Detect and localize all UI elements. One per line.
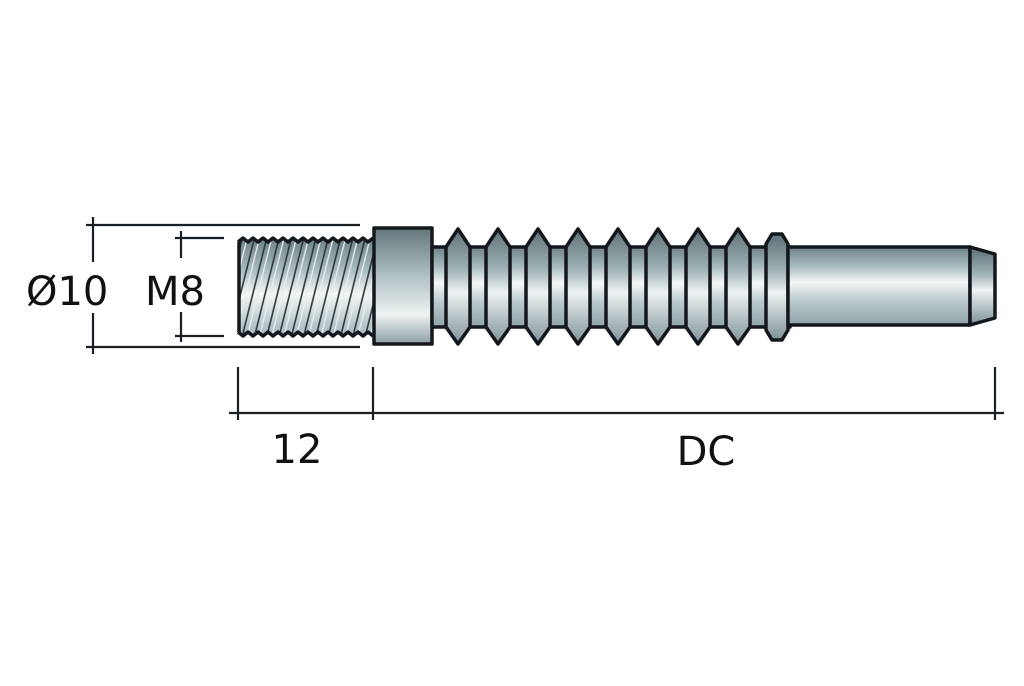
threaded-end xyxy=(236,236,375,338)
thread-label: M8 xyxy=(145,269,205,315)
plain-shaft xyxy=(786,245,972,327)
length-dimension xyxy=(229,367,1004,420)
thread-length-label: 12 xyxy=(272,427,323,473)
ribs xyxy=(444,227,790,346)
collar xyxy=(372,226,434,346)
chamfered-tip xyxy=(968,245,997,327)
thread-diameter-dimension xyxy=(175,231,224,342)
outer-diameter-label: Ø10 xyxy=(26,269,108,315)
outer-diameter-dimension xyxy=(86,217,360,354)
shank-length-label: DC xyxy=(677,429,736,475)
